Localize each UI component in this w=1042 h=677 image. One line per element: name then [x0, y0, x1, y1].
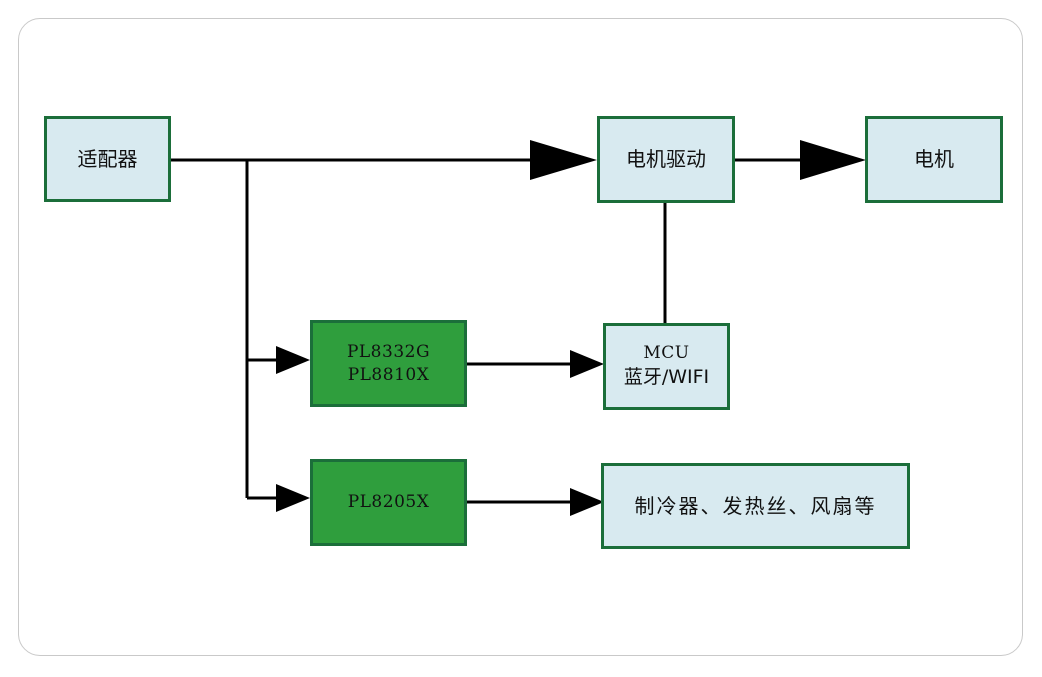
- motor-label: 电机: [914, 147, 954, 171]
- arrowhead-to-lower-chip: [276, 484, 310, 512]
- motor-driver-label: 电机驱动: [626, 147, 706, 171]
- chip-upper-line1: PL8332G: [346, 341, 431, 362]
- loads-label: 制冷器、发热丝、风扇等: [634, 493, 877, 518]
- arrowhead-to-motor-driver: [530, 140, 597, 180]
- adapter-label: 适配器: [77, 146, 138, 171]
- chip-lower-label: PL8205X: [347, 492, 430, 513]
- arrowhead-to-motor: [800, 140, 866, 180]
- arrowhead-to-loads: [570, 488, 604, 516]
- arrowhead-to-mcu: [570, 350, 604, 378]
- chip-lower-box: PL8205X: [310, 459, 467, 546]
- diagram-frame: [18, 18, 1023, 656]
- chip-upper-line2: PL8810X: [347, 364, 430, 385]
- mcu-line2: 蓝牙/WIFI: [623, 366, 710, 389]
- mcu-line1: MCU: [643, 343, 690, 364]
- chip-upper-box: PL8332G PL8810X: [310, 320, 467, 407]
- mcu-box: MCU 蓝牙/WIFI: [603, 323, 730, 410]
- adapter-box: 适配器: [44, 116, 171, 202]
- motor-box: 电机: [865, 116, 1003, 203]
- loads-box: 制冷器、发热丝、风扇等: [601, 463, 910, 549]
- arrowhead-to-upper-chip: [276, 346, 310, 374]
- motor-driver-box: 电机驱动: [597, 116, 735, 203]
